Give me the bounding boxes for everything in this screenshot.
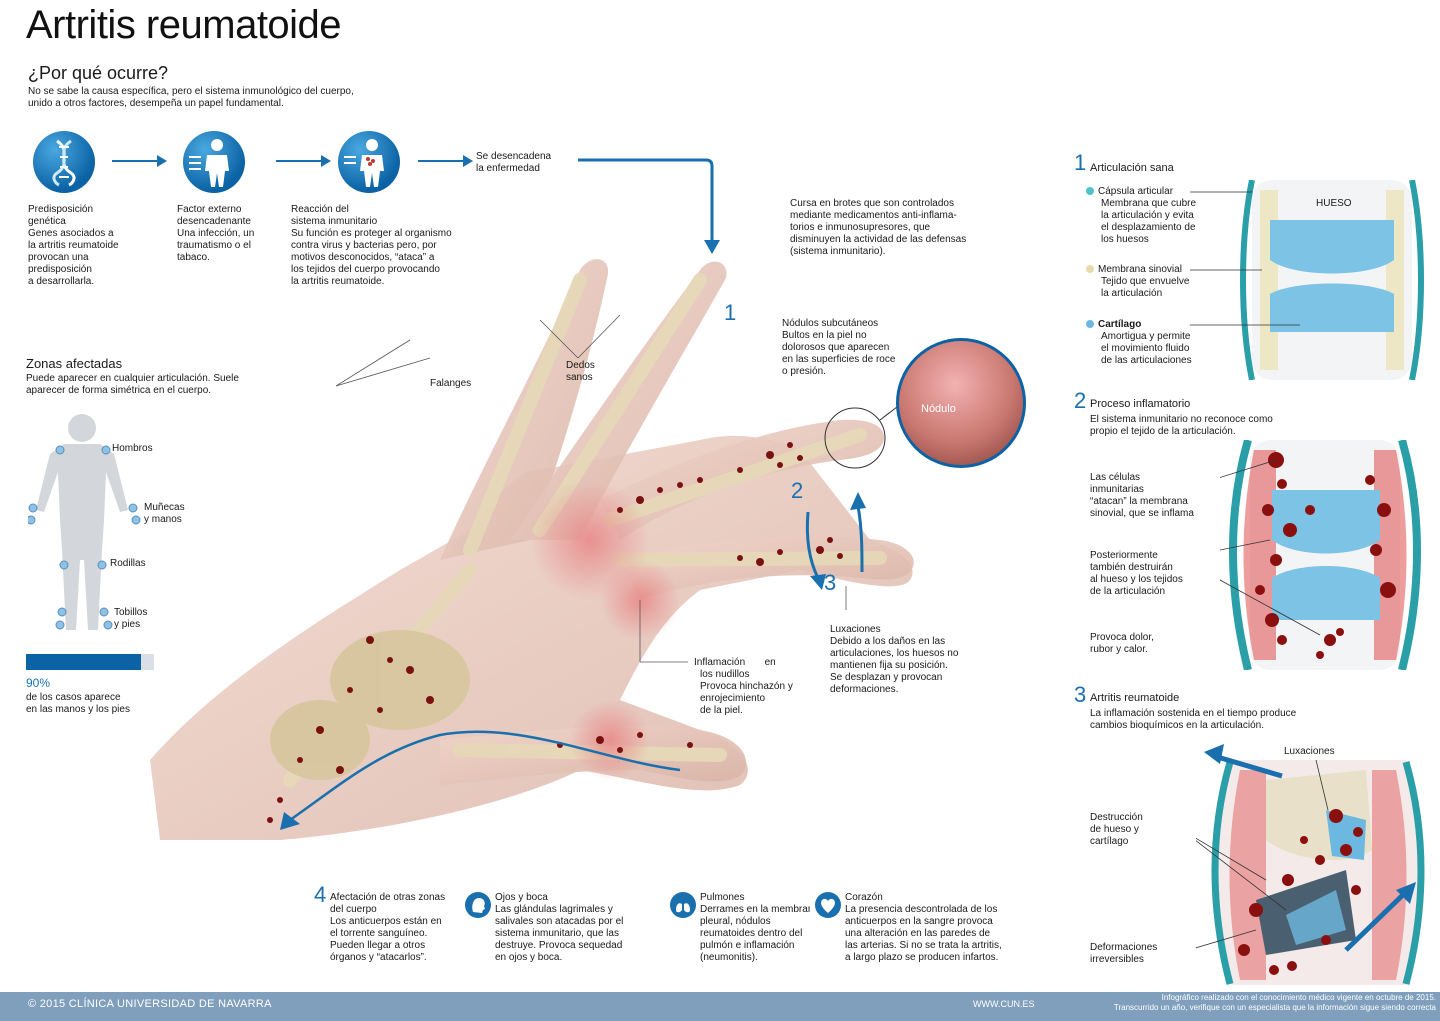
legend-sinovial-dot: [1086, 265, 1094, 274]
hand-number-3: 3: [824, 570, 837, 595]
healthy-joint-illustration: [1190, 180, 1424, 380]
legend-cartilago-dot: [1086, 320, 1094, 329]
zone-shoulders-label: Hombros: [112, 443, 153, 454]
why-title: ¿Por qué ocurre?: [28, 63, 169, 83]
nodulo-label: Nódulo: [921, 403, 956, 415]
right-s2-number: 2: [1074, 388, 1087, 413]
right-s1-title: Articulación sana: [1090, 162, 1174, 174]
ra-luxaciones-label: Luxaciones: [1284, 746, 1335, 757]
heart-icon: [815, 892, 841, 918]
flow-arrow: [578, 158, 720, 254]
hand-illustration: [150, 259, 914, 840]
step-arrow: [276, 160, 322, 162]
stat-percent: 90%: [26, 676, 51, 690]
footer-url[interactable]: WWW.CUN.ES: [973, 999, 1035, 1009]
step-arrow-head: [463, 155, 473, 167]
legend-capsula-dot: [1086, 187, 1094, 196]
right-s3-number: 3: [1074, 682, 1087, 707]
hand-number-2: 2: [791, 478, 804, 503]
zones-title: Zonas afectadas: [26, 356, 123, 371]
footer-note: Infográfico realizado con el conocimient…: [1113, 993, 1436, 1012]
right-s3-title: Artritis reumatoide: [1090, 692, 1180, 704]
step-arrow-head: [321, 155, 331, 167]
body-immune-icon: [338, 131, 400, 193]
lungs-icon: [670, 892, 696, 918]
falanges-label: Falanges: [430, 378, 472, 389]
body-silhouette: [28, 414, 141, 630]
ra-joint-illustration: [1196, 744, 1425, 985]
dna-icon: [33, 131, 95, 193]
organs-number: 4: [314, 882, 327, 907]
right-s2-title: Proceso inflamatorio: [1090, 398, 1191, 410]
organ-heart-text: Corazón La presencia descontrolada de lo…: [845, 892, 1002, 963]
eye-head-icon: [465, 892, 491, 918]
right-s3-text: La inflamación sostenida en el tiempo pr…: [1090, 708, 1297, 731]
hueso-label: HUESO: [1316, 198, 1352, 209]
footer-copyright: © 2015 CLÍNICA UNIVERSIDAD DE NAVARRA: [28, 998, 272, 1010]
footer-bar: [0, 992, 1440, 1021]
page-title: Artritis reumatoide: [26, 3, 342, 47]
right-s2-c: Provoca dolor,rubor y calor.: [1090, 632, 1154, 655]
inflamed-joint-illustration: [1220, 440, 1421, 670]
zones-text: Puede aparecer en cualquier articulación…: [26, 373, 239, 396]
step-arrow: [112, 160, 158, 162]
hand-number-1: 1: [724, 300, 737, 325]
nodulo-zoom: Nódulo: [896, 338, 1026, 468]
zone-knees-label: Rodillas: [110, 558, 146, 569]
nodulos-text: Nódulos subcutáneos Bultos en la piel no…: [782, 318, 896, 377]
stat-bar-fill: [26, 654, 142, 670]
why-text: No se sabe la causa específica, pero el …: [28, 86, 354, 109]
right-s1-number: 1: [1074, 150, 1087, 175]
step-arrow: [418, 160, 464, 162]
body-external-factor-icon: [183, 131, 245, 193]
step-arrow-head: [157, 155, 167, 167]
